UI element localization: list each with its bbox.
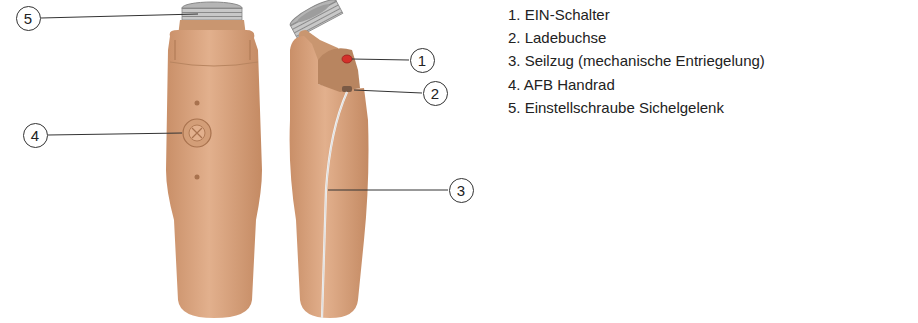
side-view	[288, 0, 369, 318]
callout-number: 1	[418, 53, 426, 68]
legend-item: 4. AFB Handrad	[508, 76, 615, 94]
leader-lines	[41, 14, 448, 190]
callout-circle: 3	[449, 178, 474, 203]
callout-circle: 2	[423, 81, 448, 106]
callout-number: 4	[31, 128, 39, 143]
callout-number: 5	[24, 11, 32, 26]
front-view	[166, 2, 262, 318]
callout-number: 3	[457, 183, 465, 198]
callout-circle: 5	[16, 6, 41, 31]
legend-item: 2. Ladebuchse	[508, 29, 606, 47]
legend-item: 3. Seilzug (mechanische Entriegelung)	[508, 52, 765, 70]
callout-circle: 1	[410, 48, 435, 73]
callout-number: 2	[431, 86, 439, 101]
legend-item: 1. EIN-Schalter	[508, 6, 610, 24]
callout-circle: 4	[23, 123, 48, 148]
legend-item: 5. Einstellschraube Sichelgelenk	[508, 99, 724, 117]
